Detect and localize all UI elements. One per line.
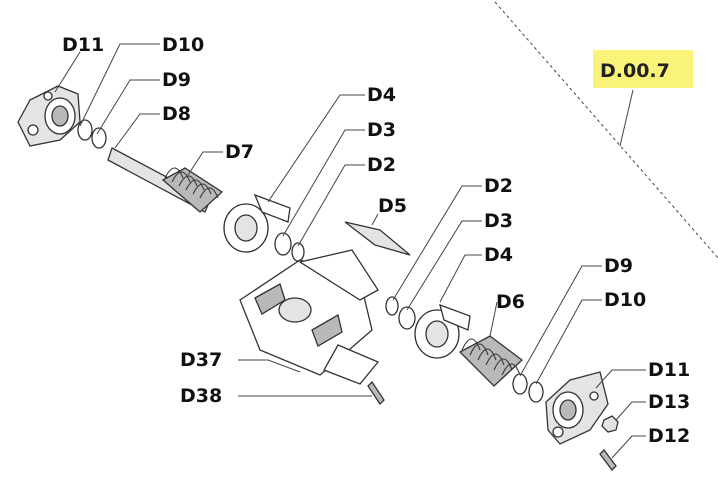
label-d9-right: D9 <box>604 255 633 277</box>
reference-code: D.00.7 <box>600 60 670 82</box>
label-d7: D7 <box>225 141 254 163</box>
label-d3-top: D3 <box>367 119 396 141</box>
label-d13: D13 <box>648 391 690 413</box>
part-d38-screw <box>367 380 385 406</box>
part-d13-nut <box>601 415 619 433</box>
label-d2-mid: D2 <box>484 175 513 197</box>
part-d6-spring <box>458 335 524 387</box>
label-d5: D5 <box>378 195 407 217</box>
label-d8: D8 <box>162 103 191 125</box>
part-d2-mid-ring <box>385 296 399 316</box>
part-d5-blade <box>344 221 411 256</box>
part-d9-left-washer <box>91 127 107 149</box>
label-d4-top: D4 <box>367 84 396 106</box>
label-d6: D6 <box>496 291 525 313</box>
part-d4-top-bushing <box>223 193 291 253</box>
dashed-boundary-line <box>494 1 718 259</box>
label-d9-top: D9 <box>162 69 191 91</box>
part-d7-spring <box>161 167 224 213</box>
part-d10-right-washer <box>528 381 544 403</box>
part-d4-mid-bushing <box>414 303 471 359</box>
label-d2-top: D2 <box>367 154 396 176</box>
reference-highlight <box>593 50 693 88</box>
part-d11-left-housing <box>17 85 81 147</box>
label-d4-mid: D4 <box>484 244 513 266</box>
part-d37-main-body <box>239 249 380 385</box>
reference-leader <box>619 89 634 147</box>
label-d3-mid: D3 <box>484 210 513 232</box>
label-d38: D38 <box>180 385 222 407</box>
leader-lines <box>54 43 646 459</box>
part-d3-mid-washer <box>398 306 416 330</box>
label-d37: D37 <box>180 349 222 371</box>
label-d10-top: D10 <box>162 34 204 56</box>
part-d11-right-housing <box>545 371 609 445</box>
label-d11-right: D11 <box>648 359 690 381</box>
part-d9-right-washer <box>512 373 528 395</box>
label-d10-right: D10 <box>604 289 646 311</box>
label-d12: D12 <box>648 425 690 447</box>
part-d10-left-washer <box>77 119 93 141</box>
label-d11-top: D11 <box>62 34 104 56</box>
part-d12-screw <box>599 449 617 471</box>
part-d3-top-washer <box>274 232 292 256</box>
